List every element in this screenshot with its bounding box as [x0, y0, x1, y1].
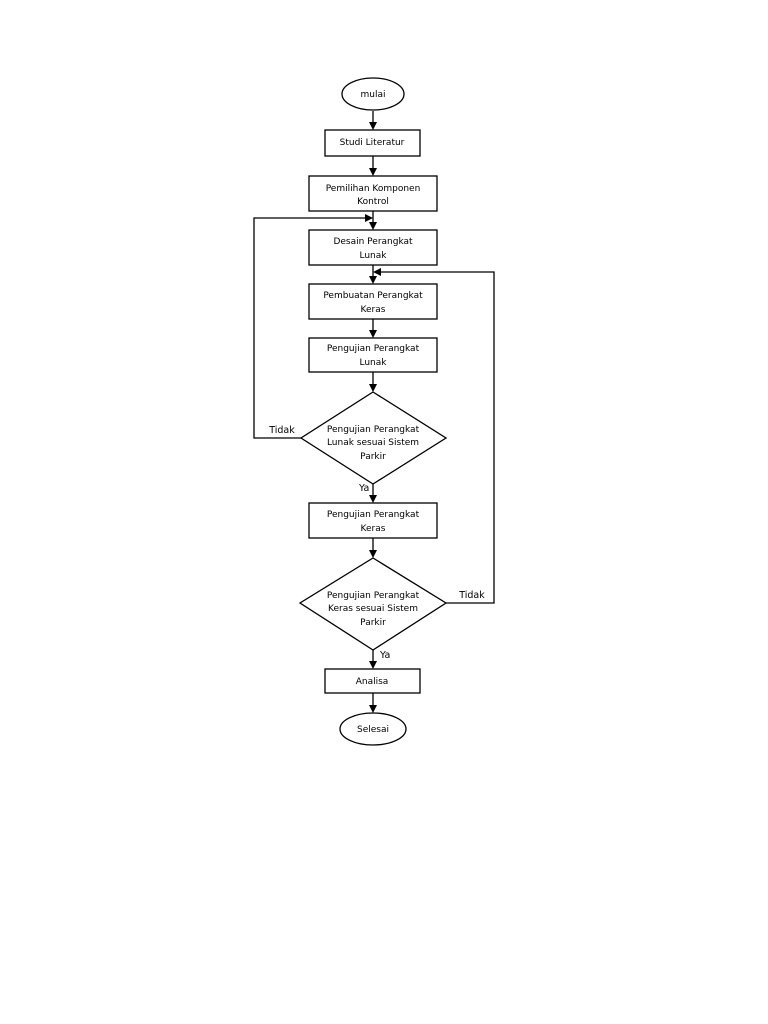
decision-keras-sesuai-sistem: Pengujian Perangkat Keras sesuai Sistem … [298, 557, 448, 651]
process-label-line-1: Pembuatan Perangkat [323, 291, 423, 301]
start-label: mulai [361, 90, 386, 100]
arrowhead [369, 705, 377, 713]
arrowhead [369, 495, 377, 503]
arrowhead [369, 550, 377, 558]
arrowhead [369, 330, 377, 338]
decision-label-line-3: Parkir [360, 452, 386, 462]
process-label: Studi Literatur [340, 138, 405, 148]
edge-label-cek-lunak-yes: Ya [358, 483, 369, 494]
process-desain-perangkat-lunak: Desain Perangkat Lunak [308, 229, 438, 266]
end-terminator: Selesai [339, 712, 407, 746]
arrowhead [369, 384, 377, 392]
process-label-line-2: Keras [361, 524, 386, 534]
process-label-line-2: Lunak [360, 251, 388, 261]
arrowhead [369, 276, 377, 284]
process-pengujian-perangkat-lunak: Pengujian Perangkat Lunak [308, 337, 438, 373]
process-studi-literatur: Studi Literatur [324, 129, 421, 157]
process-label: Analisa [356, 677, 389, 687]
decision-label-line-1: Pengujian Perangkat [327, 591, 420, 601]
edge-label-cek-keras-yes: Ya [379, 650, 390, 661]
arrowhead [369, 661, 377, 669]
decision-label-line-1: Pengujian Perangkat [327, 425, 420, 435]
edge-cek-keras-no [381, 271, 495, 604]
process-label-line-1: Pemilihan Komponen [326, 184, 421, 194]
process-label-line-2: Kontrol [357, 197, 389, 207]
arrowhead [373, 268, 381, 276]
process-pembuatan-perangkat-keras: Pembuatan Perangkat Keras [308, 283, 438, 320]
edge-label-cek-lunak-no: Tidak [268, 425, 295, 436]
arrowhead [369, 222, 377, 230]
arrowhead [369, 168, 377, 176]
process-label-line-2: Lunak [360, 358, 388, 368]
process-label-line-1: Pengujian Perangkat [327, 344, 420, 354]
start-terminator: mulai [341, 77, 405, 111]
process-pemilihan-komponen: Pemilihan Komponen Kontrol [308, 175, 438, 212]
decision-label-line-2: Lunak sesuai Sistem [327, 438, 419, 448]
decision-label-line-3: Parkir [360, 618, 386, 628]
process-analisa: Analisa [324, 668, 421, 694]
process-label-line-1: Pengujian Perangkat [327, 510, 420, 520]
edge-cek-lunak-no [253, 217, 365, 439]
end-label: Selesai [357, 725, 389, 735]
process-label-line-2: Keras [361, 305, 386, 315]
process-label-line-1: Desain Perangkat [333, 237, 413, 247]
decision-label-line-2: Keras sesuai Sistem [328, 604, 418, 614]
arrowhead [369, 122, 377, 130]
process-pengujian-perangkat-keras: Pengujian Perangkat Keras [308, 502, 438, 539]
decision-lunak-sesuai-sistem: Pengujian Perangkat Lunak sesuai Sistem … [299, 391, 448, 485]
edge-label-cek-keras-no: Tidak [458, 590, 485, 601]
connectors [253, 111, 495, 713]
arrowhead [365, 214, 373, 222]
